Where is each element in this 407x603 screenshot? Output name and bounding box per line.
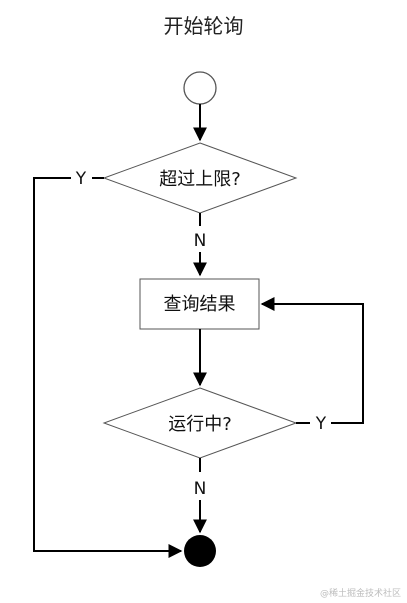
edge-d2-yes-path [260, 297, 364, 424]
watermark: @稀土掘金技术社区 [319, 589, 401, 599]
start-node [183, 71, 217, 105]
decision1-label: 超过上限? [159, 169, 241, 190]
page-title: 开始轮询 [163, 14, 244, 38]
edge-d2-no-label: N [194, 479, 207, 499]
process1-label: 查询结果 [164, 294, 236, 315]
edge-d2-yes-label: Y [315, 414, 327, 434]
edge-d1-yes-label: Y [75, 169, 87, 189]
decision2-label: 运行中? [168, 414, 232, 435]
end-node [184, 535, 216, 567]
edge-d1-yes-path [33, 177, 183, 558]
edge-d1-no-label: N [194, 231, 207, 251]
